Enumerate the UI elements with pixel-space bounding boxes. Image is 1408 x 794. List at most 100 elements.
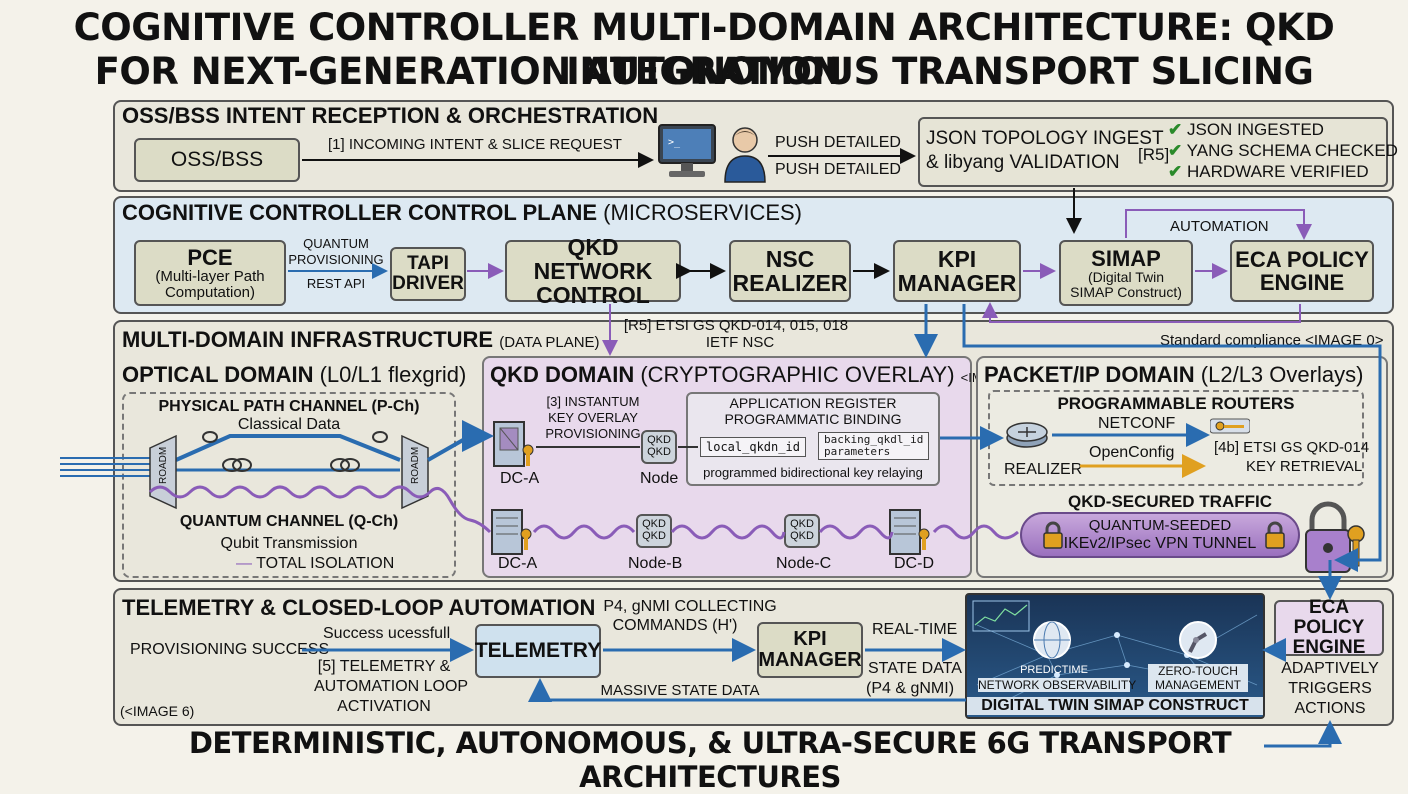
infra-title-suffix: (DATA PLANE) <box>499 334 600 351</box>
qkd-secured-traffic-label: QKD-SECURED TRAFFIC <box>1068 492 1272 511</box>
openconfig-label: OpenConfig <box>1089 444 1175 461</box>
physical-channel-label: PHYSICAL PATH CHANNEL (P-Ch) <box>158 398 420 415</box>
image-6-ref: (<IMAGE 6) <box>120 703 195 719</box>
adaptively-label: ADAPTIVELY <box>1281 660 1379 677</box>
loop-line-1: [5] TELEMETRY & <box>317 658 451 675</box>
key-relaying-label: programmed bidirectional key relaying <box>703 465 923 480</box>
qkd-network-control-box[interactable]: QKD NETWORK CONTROL <box>505 235 681 307</box>
oss-bss-box[interactable]: OSS/BSS <box>134 138 300 182</box>
actions-label: ACTIONS <box>1294 700 1366 717</box>
eca-line-1: ECA POLICY <box>1235 246 1369 272</box>
zero-touch-line-1: ZERO-TOUCH <box>1148 664 1248 678</box>
success-label: Success ucessfull <box>323 625 451 642</box>
quantum-channel-label: QUANTUM CHANNEL (Q-Ch) <box>179 513 399 530</box>
datacenter-icon <box>493 421 534 467</box>
optical-domain-title: OPTICAL DOMAIN (L0/L1 flexgrid) <box>122 362 466 388</box>
simap-sub-1: (Digital Twin <box>1088 268 1164 285</box>
classical-data-label: Classical Data <box>237 416 341 433</box>
infra-panel-title: MULTI-DOMAIN INFRASTRUCTURE (DATA PLANE) <box>122 327 600 353</box>
qkdnc-line-2: CONTROL <box>536 282 650 309</box>
triggers-label: TRIGGERS <box>1288 680 1372 697</box>
qkdnc-line-1: QKD NETWORK <box>533 233 653 284</box>
kpi-manager-box[interactable]: KPI MANAGER <box>893 240 1021 302</box>
programmable-routers-label: PROGRAMMABLE ROUTERS <box>1057 394 1295 413</box>
control-panel-title: COGNITIVE CONTROLLER CONTROL PLANE (MICR… <box>122 200 802 226</box>
simap-box[interactable]: SIMAP (Digital Twin SIMAP Construct) <box>1059 240 1193 306</box>
tapi-line-1: TAPI <box>407 253 449 275</box>
isolation-line-icon: — <box>236 555 252 572</box>
dc-a-label-top: DC-A <box>500 470 540 487</box>
quantum-label: QUANTUM <box>303 236 369 251</box>
optical-title-text: OPTICAL DOMAIN <box>122 362 314 387</box>
node-label: Node <box>640 470 679 487</box>
eca-policy-engine-box[interactable]: ECA POLICY ENGINE <box>1230 240 1374 302</box>
qkd-label: QKD <box>642 530 666 542</box>
massive-state-data-label: MASSIVE STATE DATA <box>600 682 760 699</box>
intent-label: [1] INCOMING INTENT & SLICE REQUEST <box>328 136 622 153</box>
nsc-realizer-box[interactable]: NSC REALIZER <box>729 240 851 302</box>
total-isolation-label: — TOTAL ISOLATION <box>236 555 394 573</box>
control-title-text: COGNITIVE CONTROLLER CONTROL PLANE <box>122 200 598 225</box>
qubit-transmission-label: Qubit Transmission <box>220 535 358 552</box>
programmatic-binding-label: PROGRAMMATIC BINDING <box>724 411 902 427</box>
backing-line-1: backing_qkdl_id <box>824 433 924 446</box>
tapi-driver-box[interactable]: TAPI DRIVER <box>390 247 466 301</box>
qkd-label: QKD <box>790 530 814 542</box>
control-title-suffix: (MICROSERVICES) <box>603 200 803 225</box>
netconf-label: NETCONF <box>1098 415 1176 432</box>
app-register-label: APPLICATION REGISTER <box>729 395 897 411</box>
qkd-domain-title: QKD DOMAIN (CRYPTOGRAPHIC OVERLAY) <IMAG… <box>490 362 1025 388</box>
loop-line-3: ACTIVATION <box>337 698 431 715</box>
gnmi-line-1: P4, gNMI COLLECTING <box>603 598 777 615</box>
observability-globe-icon <box>1033 621 1071 659</box>
provisioning-success-label: PROVISIONING SUCCESS <box>130 641 330 658</box>
observability-line-1: PREDICTIME <box>1020 664 1088 676</box>
pce-box[interactable]: PCE (Multi-layer Path Computation) <box>134 240 286 306</box>
optical-title-suffix: (L0/L1 flexgrid) <box>319 362 467 387</box>
check-icon: ✔ <box>1168 141 1183 160</box>
total-isolation-text: TOTAL ISOLATION <box>256 555 395 572</box>
footer-arrow <box>1264 720 1342 748</box>
push-detailed-2: PUSH DETAILED <box>775 161 901 178</box>
standard-compliance-label: Standard compliance <IMAGE 0> <box>1160 332 1384 349</box>
backing-line-2: parameters <box>824 445 891 458</box>
telemetry-eca-box[interactable]: ECA POLICY ENGINE <box>1274 597 1384 658</box>
tele-kpi-line-2: MANAGER <box>758 649 862 671</box>
pce-title: PCE <box>187 244 233 270</box>
infra-title-text: MULTI-DOMAIN INFRASTRUCTURE <box>122 327 494 352</box>
rest-api-label: REST API <box>306 276 366 291</box>
eca-line-2: ENGINE <box>1259 270 1345 295</box>
gnmi-line-2: COMMANDS (H') <box>612 617 738 634</box>
real-time-label: REAL-TIME <box>872 621 958 638</box>
optical-domain-area <box>122 392 456 578</box>
check-icon: ✔ <box>1168 162 1183 181</box>
telemetry-box[interactable]: TELEMETRY <box>475 624 601 678</box>
monitor-icon: >_ <box>658 124 716 177</box>
datacenter-icon <box>491 509 532 555</box>
etsi-label: [R5] ETSI GS QKD-014, 015, 018 <box>623 317 849 334</box>
check-item-2: ✔ YANG SCHEMA CHECKED <box>1168 141 1398 161</box>
key-retrieval-line-1: [4b] ETSI GS QKD-014 <box>1214 439 1370 456</box>
tele-eca-line-2: ENGINE <box>1292 636 1366 658</box>
tele-eca-line-1: ECA POLICY <box>1293 597 1365 639</box>
telemetry-kpi-manager-box[interactable]: KPI MANAGER <box>757 622 863 678</box>
provision-line-3: PROVISIONING <box>545 426 641 441</box>
title-line-2: FOR NEXT-GENERATION AUTONOMOUS TRANSPORT… <box>94 50 1314 93</box>
dc-d-label: DC-D <box>894 555 934 572</box>
footer-tagline: DETERMINISTIC, AUTONOMOUS, & ULTRA-SECUR… <box>188 726 1232 794</box>
packet-title-text: PACKET/IP DOMAIN <box>984 362 1195 387</box>
qkd-label: QKD <box>642 518 666 531</box>
r5-label: [R5] <box>1138 145 1170 164</box>
json-ingest-line-2: & libyang VALIDATION <box>926 152 1120 173</box>
simap-sub-2: SIMAP Construct) <box>1070 283 1182 300</box>
title-line-1: COGNITIVE CONTROLLER MULTI-DOMAIN ARCHIT… <box>73 6 1335 93</box>
nsc-line-1: NSC <box>765 245 815 272</box>
user-icon <box>724 127 766 183</box>
nsc-line-2: REALIZER <box>732 270 848 296</box>
check-item-3: ✔ HARDWARE VERIFIED <box>1168 162 1369 182</box>
observability-line-2: NETWORK OBSERVABILITY <box>978 678 1137 692</box>
pce-sub-2: Computation) <box>164 283 256 301</box>
